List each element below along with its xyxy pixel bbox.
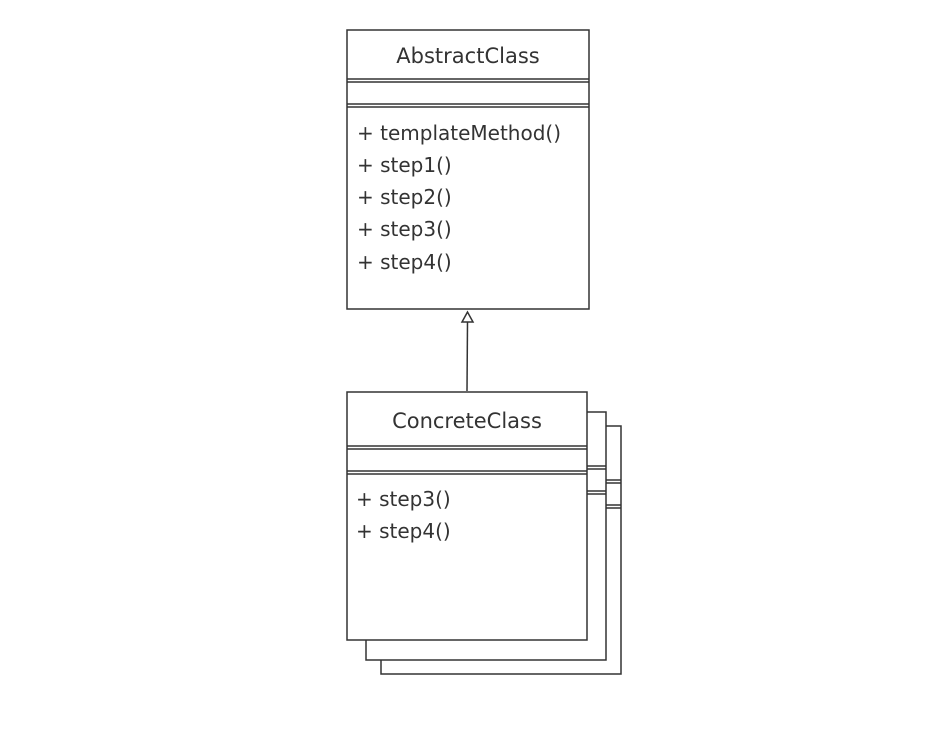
abstract-class-frame xyxy=(346,29,590,310)
concrete-class-name: ConcreteClass xyxy=(392,409,542,433)
concrete-class-method: + step4() xyxy=(356,519,451,543)
abstract-class-method: + step1() xyxy=(357,153,452,177)
concrete-class-box: ConcreteClass + step3() + step4() xyxy=(346,391,588,641)
abstract-class-method: + step3() xyxy=(357,217,452,241)
abstract-class-box: AbstractClass + templateMethod() + step1… xyxy=(346,29,590,310)
abstract-class-method: + templateMethod() xyxy=(357,121,561,145)
inheritance-arrowhead xyxy=(460,310,475,323)
inheritance-line xyxy=(466,321,469,392)
inheritance-arrow xyxy=(460,310,475,392)
concrete-class-method: + step3() xyxy=(356,487,451,511)
concrete-class-stack: ConcreteClass + step3() + step4() xyxy=(346,391,622,675)
concrete-class-frame xyxy=(346,391,588,641)
abstract-class-method: + step2() xyxy=(357,185,452,209)
abstract-class-method: + step4() xyxy=(357,250,452,274)
abstract-class-name: AbstractClass xyxy=(396,44,539,68)
